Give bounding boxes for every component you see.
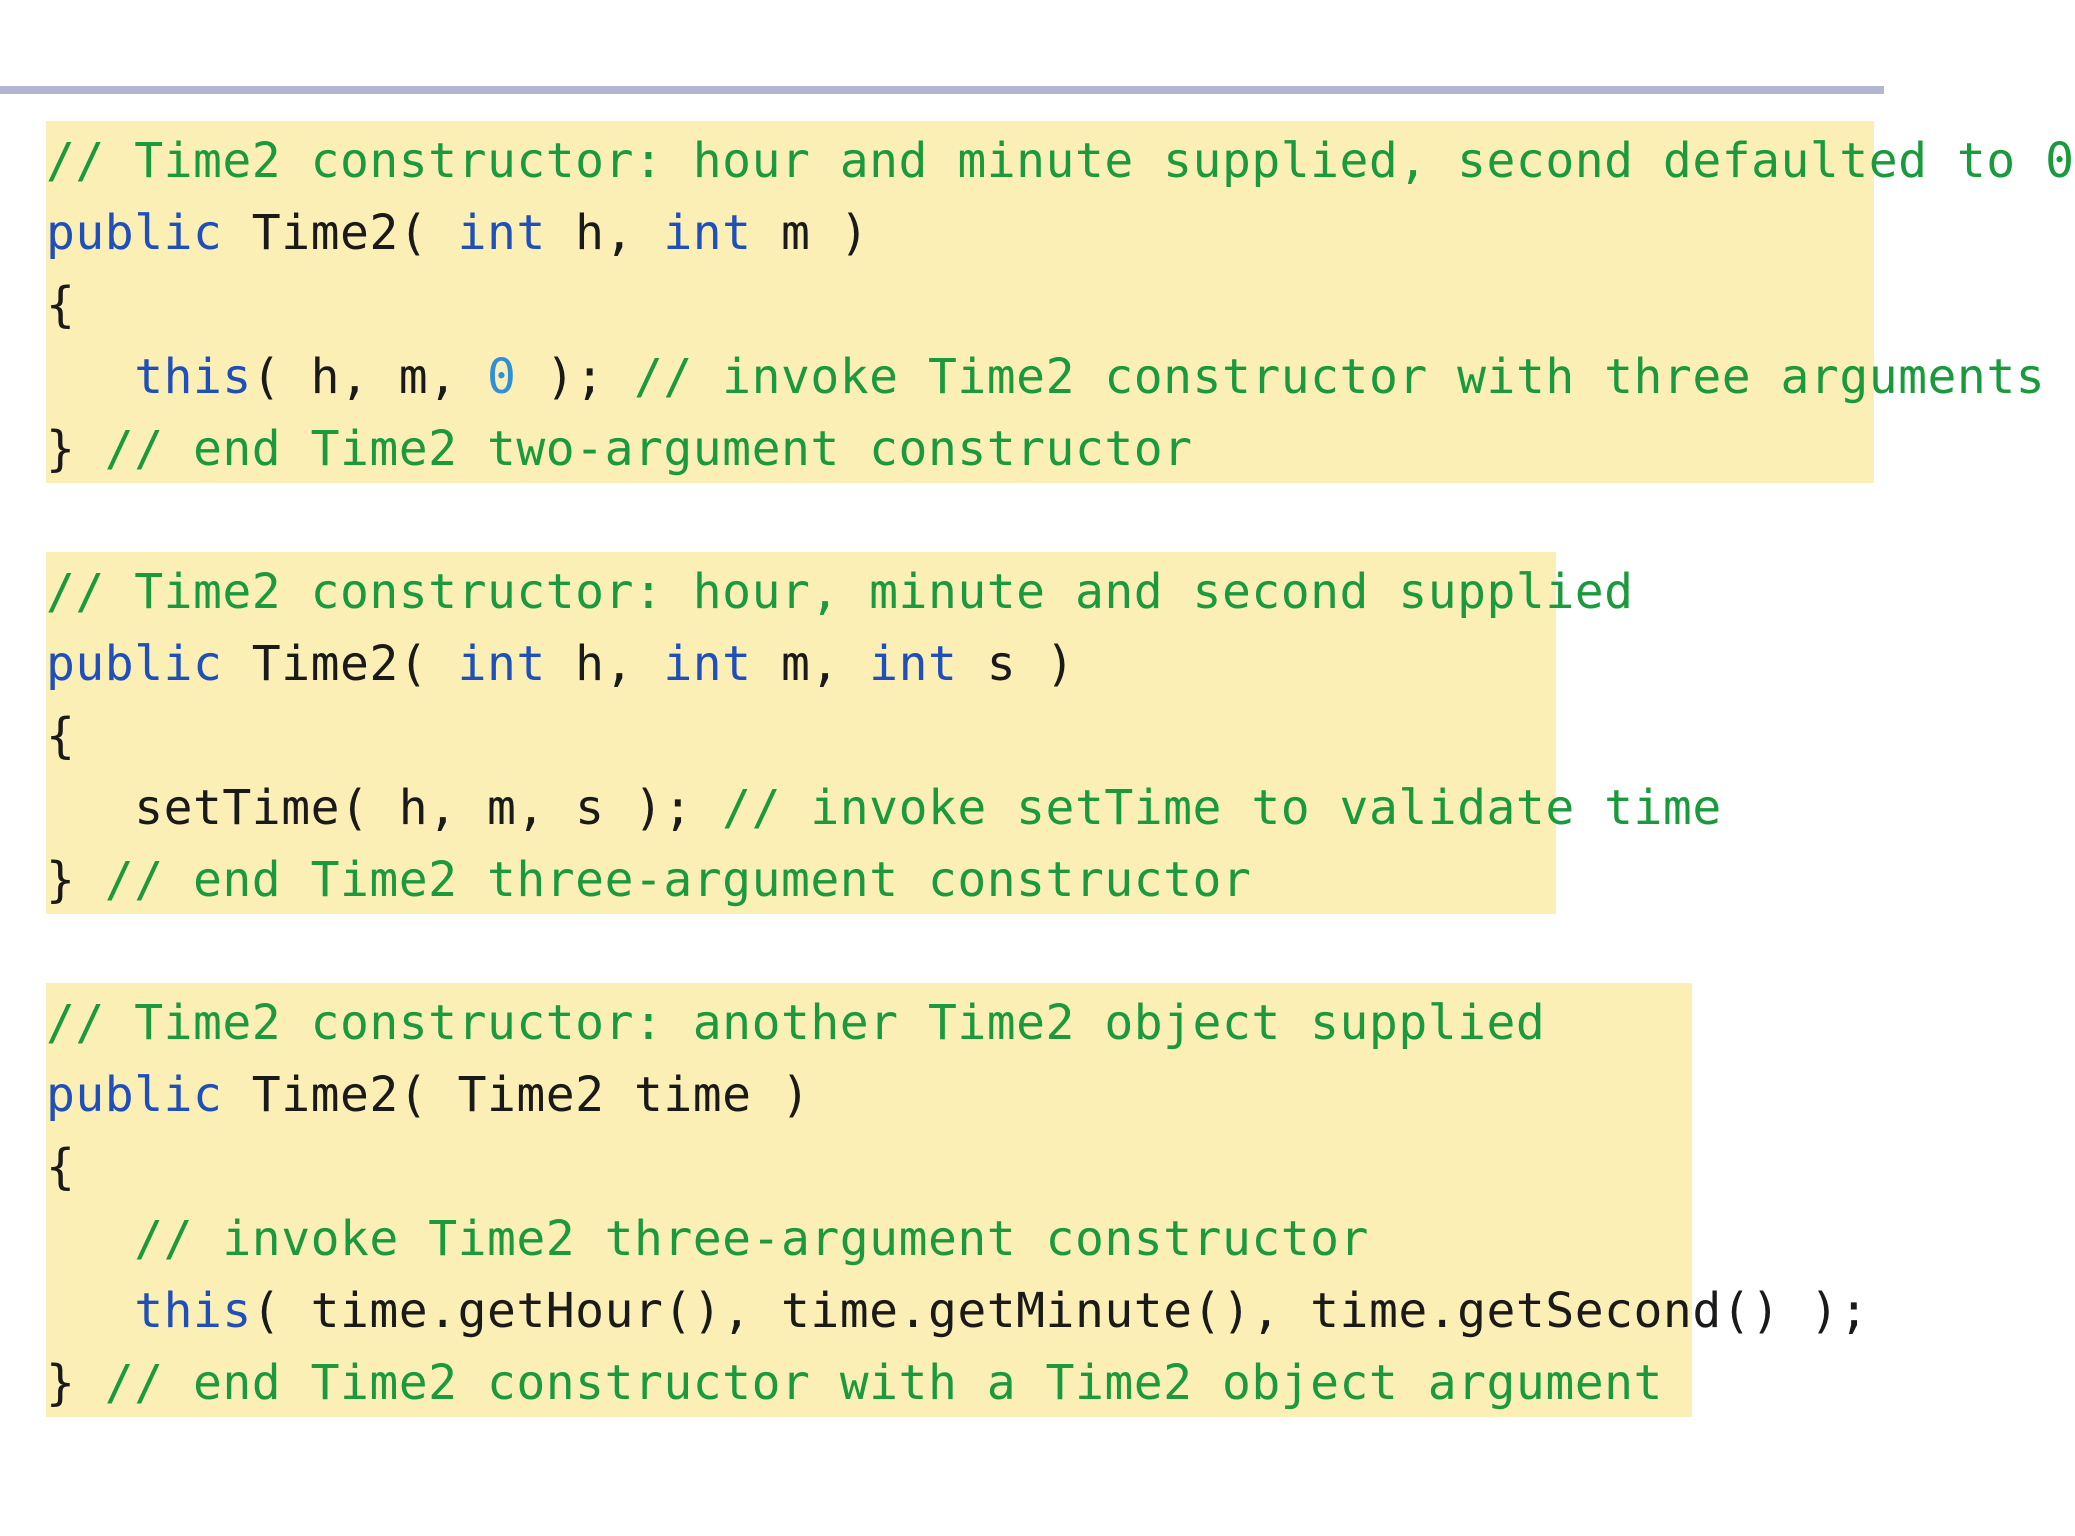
code-text: Time2( (222, 636, 458, 692)
code-text: ( time.getHour(), time.getMinute(), time… (251, 1283, 1869, 1339)
code-text: } (46, 421, 105, 477)
code-line: setTime( h, m, s ); // invoke setTime to… (46, 772, 1721, 844)
code-text: ( h, m, (251, 349, 487, 405)
code-keyword: int (869, 636, 958, 692)
code-text: { (46, 1139, 76, 1195)
code-text: } (46, 852, 105, 908)
code-keyword: public (46, 205, 223, 261)
code-text: m ) (751, 205, 870, 261)
code-line: } // end Time2 three-argument constructo… (46, 844, 1556, 916)
code-line: public Time2( Time2 time ) (46, 1059, 1692, 1131)
code-text: h, (545, 205, 664, 261)
code-line: public Time2( int h, int m, int s ) (46, 628, 1556, 700)
code-text: setTime( h, m, s ); (46, 780, 723, 836)
code-comment: // invoke setTime to validate time (722, 780, 1722, 836)
code-line: this( time.getHour(), time.getMinute(), … (46, 1275, 1868, 1347)
code-text: ); (516, 349, 634, 405)
code-text: Time2( Time2 time ) (222, 1067, 811, 1123)
code-text: s ) (957, 636, 1075, 692)
code-text (46, 1283, 134, 1339)
slide-divider-rule (0, 86, 1884, 94)
code-keyword: int (663, 205, 752, 261)
code-line: public Time2( int h, int m ) (46, 197, 1874, 269)
code-block-copy-constructor: // Time2 constructor: another Time2 obje… (46, 983, 1868, 1419)
code-line: // Time2 constructor: hour and minute su… (46, 125, 2074, 197)
code-text: } (46, 1355, 105, 1411)
code-keyword: public (46, 636, 223, 692)
code-comment: // Time2 constructor: hour and minute su… (46, 133, 2075, 189)
code-text: { (46, 277, 76, 333)
code-text (46, 349, 134, 405)
code-comment: // end Time2 three-argument constructor (104, 852, 1252, 908)
code-comment: // Time2 constructor: hour, minute and s… (46, 564, 1634, 620)
code-text: h, (545, 636, 664, 692)
code-keyword: this (134, 1283, 252, 1339)
code-comment: // end Time2 two-argument constructor (104, 421, 1193, 477)
code-line: { (46, 700, 1556, 772)
code-text: { (46, 708, 76, 764)
code-text (46, 1211, 134, 1267)
code-keyword: int (457, 636, 546, 692)
code-line: // Time2 constructor: hour, minute and s… (46, 556, 1633, 628)
code-text: m, (751, 636, 870, 692)
code-comment: // invoke Time2 constructor with three a… (633, 349, 2046, 405)
code-keyword: this (134, 349, 252, 405)
code-line: // Time2 constructor: another Time2 obje… (46, 987, 1692, 1059)
code-line: { (46, 1131, 1692, 1203)
code-line: // invoke Time2 three-argument construct… (46, 1203, 1692, 1275)
code-line: } // end Time2 two-argument constructor (46, 413, 1874, 485)
code-line: } // end Time2 constructor with a Time2 … (46, 1347, 1692, 1419)
code-block-three-arg-constructor: // Time2 constructor: hour, minute and s… (46, 552, 1721, 916)
code-number: 0 (486, 349, 517, 405)
code-keyword: int (457, 205, 546, 261)
code-comment: // Time2 constructor: another Time2 obje… (46, 995, 1546, 1051)
code-text: Time2( (222, 205, 458, 261)
code-comment: // end Time2 constructor with a Time2 ob… (104, 1355, 1663, 1411)
code-comment: // invoke Time2 three-argument construct… (134, 1211, 1369, 1267)
code-block-two-arg-constructor: // Time2 constructor: hour and minute su… (46, 121, 2074, 485)
code-keyword: int (663, 636, 752, 692)
code-line: this( h, m, 0 ); // invoke Time2 constru… (46, 341, 2044, 413)
code-keyword: public (46, 1067, 223, 1123)
code-line: { (46, 269, 1874, 341)
